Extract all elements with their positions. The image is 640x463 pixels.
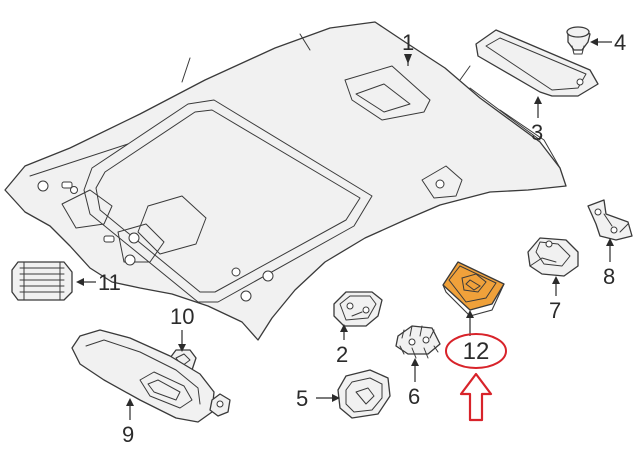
- grab-handle-cover-part: [475, 29, 599, 97]
- label-6: 6: [408, 384, 420, 409]
- label-1: 1: [402, 30, 414, 55]
- sun-visor-part: [71, 329, 231, 423]
- highlighted-part-12: [442, 261, 505, 317]
- holder-6-part: [395, 325, 441, 359]
- bracket-8-part: [587, 199, 633, 241]
- label-7: 7: [549, 298, 561, 323]
- clip-part: [566, 26, 591, 55]
- label-5: 5: [296, 386, 308, 411]
- label-11: 11: [98, 270, 121, 295]
- label-2: 2: [336, 342, 348, 367]
- highlight-circle: [445, 333, 507, 369]
- label-9: 9: [122, 422, 134, 447]
- air-vent-part: [11, 261, 73, 301]
- headliner-part: [4, 21, 567, 341]
- leader-lines: [76, 38, 614, 420]
- label-12: 12: [463, 338, 490, 365]
- label-3: 3: [531, 120, 543, 145]
- label-10: 10: [170, 304, 194, 329]
- bracket-2-part: [333, 291, 383, 327]
- label-8: 8: [603, 264, 615, 289]
- cover-5-part: [337, 369, 391, 419]
- bracket-7-part: [527, 237, 579, 277]
- part-labels: 1 3 4 8 7 2 6 5 11 10 9 12: [98, 30, 626, 447]
- highlight-arrow-icon: [459, 372, 493, 422]
- label-4: 4: [614, 30, 626, 55]
